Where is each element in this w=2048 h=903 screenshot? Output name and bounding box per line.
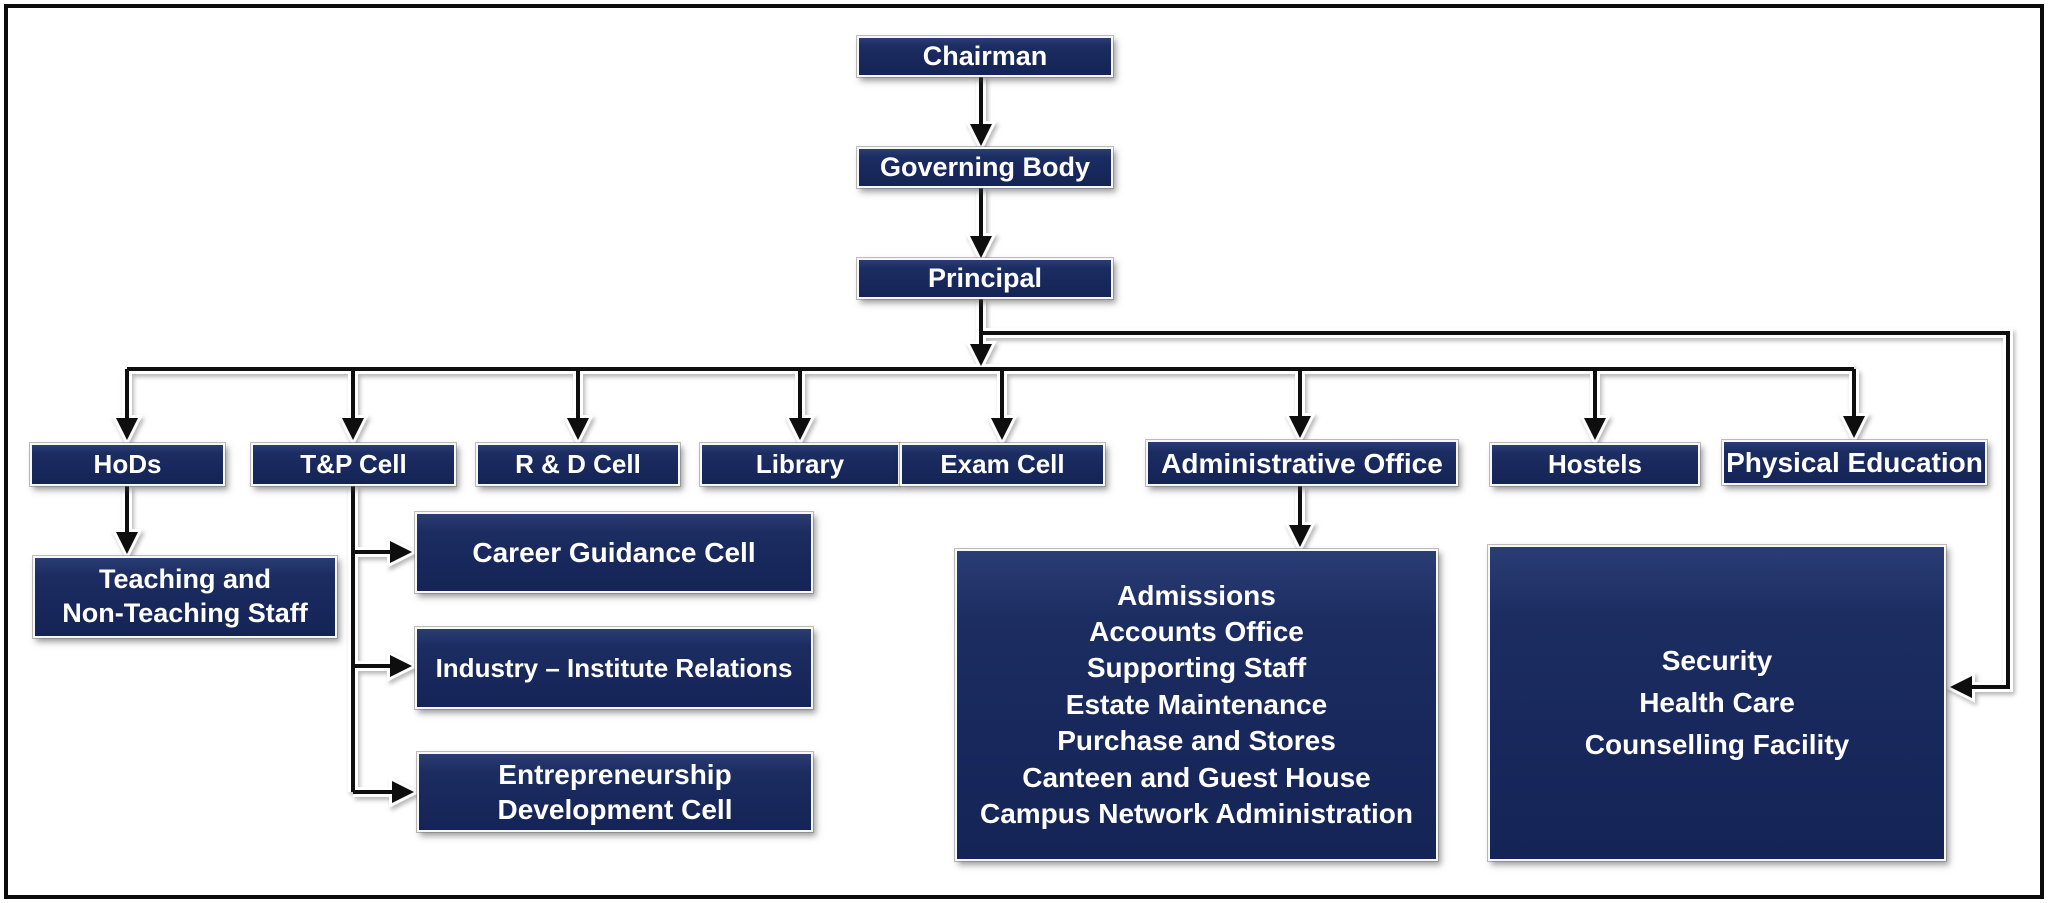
support-service-item: Counselling Facility <box>1585 724 1849 766</box>
admin-function-item: Purchase and Stores <box>1057 723 1336 759</box>
node-principal-label: Principal <box>928 262 1042 296</box>
node-hods-label: HoDs <box>94 448 162 481</box>
admin-function-item: Admissions <box>1117 578 1276 614</box>
node-hods: HoDs <box>30 443 225 486</box>
node-career-guidance-cell-label: Career Guidance Cell <box>472 535 755 570</box>
node-governing-body: Governing Body <box>857 147 1113 188</box>
node-hostels: Hostels <box>1490 443 1700 486</box>
node-exam-cell-label: Exam Cell <box>940 448 1064 481</box>
node-industry-institute-relations: Industry – Institute Relations <box>415 627 813 709</box>
node-rd-cell-label: R & D Cell <box>515 448 641 481</box>
node-teaching-staff-line: Teaching and <box>99 563 271 597</box>
admin-function-item: Estate Maintenance <box>1066 687 1327 723</box>
support-service-item: Health Care <box>1639 682 1795 724</box>
node-industry-institute-relations-label: Industry – Institute Relations <box>436 652 793 685</box>
node-chairman: Chairman <box>857 36 1113 77</box>
node-admin-functions: Admissions Accounts Office Supporting St… <box>955 549 1438 861</box>
node-governing-body-label: Governing Body <box>880 151 1090 185</box>
node-library-label: Library <box>756 448 844 481</box>
node-teaching-staff: Teaching and Non-Teaching Staff <box>33 556 337 638</box>
node-rd-cell: R & D Cell <box>476 443 680 486</box>
admin-function-item: Accounts Office <box>1089 614 1304 650</box>
node-hostels-label: Hostels <box>1548 448 1642 481</box>
admin-function-item: Supporting Staff <box>1087 650 1306 686</box>
node-support-services: Security Health Care Counselling Facilit… <box>1488 545 1946 861</box>
node-physical-education-label: Physical Education <box>1726 445 1983 480</box>
node-teaching-staff-line: Non-Teaching Staff <box>62 597 308 631</box>
admin-function-item: Canteen and Guest House <box>1022 760 1371 796</box>
support-service-item: Security <box>1662 640 1773 682</box>
node-tp-cell: T&P Cell <box>251 443 456 486</box>
node-library: Library <box>700 443 900 486</box>
node-physical-education: Physical Education <box>1722 440 1987 485</box>
node-entrepreneurship-line: Development Cell <box>498 792 733 827</box>
node-entrepreneurship-line: Entrepreneurship <box>498 757 731 792</box>
admin-function-item: Campus Network Administration <box>980 796 1413 832</box>
node-chairman-label: Chairman <box>923 40 1048 74</box>
node-career-guidance-cell: Career Guidance Cell <box>415 512 813 593</box>
node-tp-cell-label: T&P Cell <box>300 448 406 481</box>
node-entrepreneurship-development-cell: Entrepreneurship Development Cell <box>417 752 813 832</box>
node-exam-cell: Exam Cell <box>900 443 1105 486</box>
node-administrative-office: Administrative Office <box>1146 440 1458 486</box>
node-administrative-office-label: Administrative Office <box>1161 446 1443 481</box>
node-principal: Principal <box>857 258 1113 299</box>
